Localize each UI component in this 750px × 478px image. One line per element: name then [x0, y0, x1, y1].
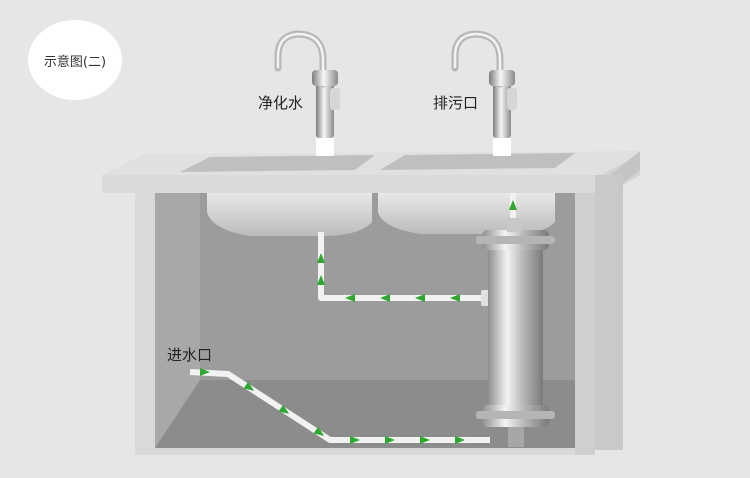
flow-arrow-icon — [317, 253, 325, 263]
faucet-icon — [451, 30, 517, 156]
sink-basin-right — [378, 193, 555, 234]
flow-arrow-icon — [380, 294, 390, 302]
diagram-title-badge: 示意图(二) — [28, 20, 122, 100]
water-inlet-label: 进水口 — [167, 346, 213, 364]
countertop — [102, 151, 640, 193]
flow-arrows — [200, 200, 517, 444]
flow-arrow-icon — [385, 436, 395, 444]
flow-arrow-icon — [345, 294, 355, 302]
flow-arrow-icon — [455, 436, 465, 444]
flow-arrow-icon — [420, 436, 430, 444]
flow-arrow-icon — [313, 426, 325, 436]
flow-arrow-icon — [415, 294, 425, 302]
flow-arrow-icon — [450, 294, 460, 302]
drain-outlet-label: 排污口 — [433, 94, 479, 112]
inlet-pipe — [189, 369, 490, 443]
sink-basin-left — [207, 193, 372, 236]
flow-arrow-icon — [243, 381, 255, 391]
flow-arrow-icon — [278, 404, 290, 414]
water-filter-icon — [476, 218, 555, 447]
flow-arrow-icon — [509, 200, 517, 210]
flow-arrow-icon — [350, 436, 360, 444]
flow-arrow-icon — [317, 275, 325, 285]
flow-arrow-icon — [200, 368, 210, 376]
purified-water-label: 净化水 — [258, 94, 304, 112]
faucet-icon — [274, 30, 340, 156]
